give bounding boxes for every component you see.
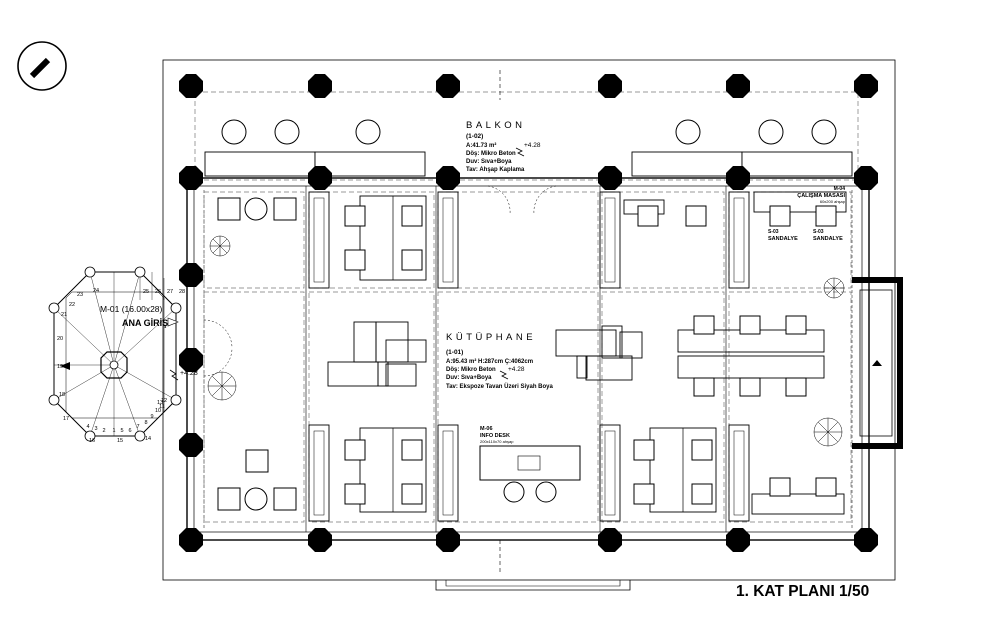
bookshelves xyxy=(308,191,750,522)
work-table-code: M-04 xyxy=(834,186,846,192)
terrace-outline xyxy=(162,59,896,591)
svg-text:5: 5 xyxy=(120,428,123,434)
balcony-zone xyxy=(194,91,859,181)
svg-text:10: 10 xyxy=(155,408,161,414)
svg-text:13: 13 xyxy=(157,400,163,406)
north-arrow-icon xyxy=(17,41,67,91)
svg-text:15: 15 xyxy=(117,438,123,444)
library-dimensions: A:95.43 m² H:287cm Ç:4062cm xyxy=(446,358,533,365)
svg-text:28: 28 xyxy=(179,289,185,295)
svg-text:14: 14 xyxy=(145,436,151,442)
chair-a-code: S-03 xyxy=(768,229,779,235)
balcony-code: (1-02) xyxy=(466,133,483,140)
svg-text:8: 8 xyxy=(144,420,147,426)
svg-text:26: 26 xyxy=(155,289,161,295)
svg-text:18: 18 xyxy=(59,392,65,398)
library-ceiling: Tav: Ekspoze Tavan Üzeri Siyah Boya xyxy=(446,383,553,390)
balcony-door xyxy=(487,70,557,575)
spiral-stair xyxy=(48,266,182,442)
plant-icon xyxy=(207,235,845,447)
library-code: (1-01) xyxy=(446,349,463,356)
library-wall: Duv: Sıva+Boya xyxy=(446,375,492,381)
svg-text:12: 12 xyxy=(161,398,167,404)
work-table-name: ÇALIŞMA MASASI xyxy=(797,193,845,199)
level-marker-icon xyxy=(169,369,179,381)
chair-b-name: SANDALYE xyxy=(813,236,843,242)
stair-code-label: M-01 (16.00x28) xyxy=(100,304,163,314)
plan-title: 1. KAT PLANI 1/50 xyxy=(736,583,869,600)
left-reading-area xyxy=(217,197,297,511)
svg-text:21: 21 xyxy=(61,312,67,318)
svg-text:17: 17 xyxy=(63,416,69,422)
balcony-stools xyxy=(221,119,837,145)
chair-b-code: S-03 xyxy=(813,229,824,235)
library-label-block: KÜTÜPHANE (1-01) A:95.43 m² H:287cm Ç:40… xyxy=(446,332,553,390)
work-table-size: 60x200 ahşap xyxy=(820,199,846,204)
balcony-level: +4.28 xyxy=(524,142,541,149)
library-name: KÜTÜPHANE xyxy=(446,332,536,343)
structural-columns xyxy=(179,74,878,552)
svg-text:23: 23 xyxy=(77,292,83,298)
bay-window xyxy=(852,277,903,449)
chair-a-name: SANDALYE xyxy=(768,236,798,242)
library-floor: Döş: Mikro Beton xyxy=(446,367,496,373)
library-level: +4.28 xyxy=(508,366,525,373)
lounge-seating xyxy=(327,321,643,387)
balcony-floor: Döş: Mikro Beton xyxy=(466,151,516,157)
balcony-name: BALKON xyxy=(466,120,526,131)
svg-text:27: 27 xyxy=(167,289,173,295)
balcony-ceiling: Tav: Ahşap Kaplama xyxy=(466,167,525,173)
svg-text:20: 20 xyxy=(57,336,63,342)
balcony-area: A:41.73 m² xyxy=(466,142,496,149)
svg-text:19: 19 xyxy=(57,364,63,370)
info-desk-name: INFO DESK xyxy=(480,433,510,439)
balcony-benches xyxy=(204,151,853,177)
svg-text:25: 25 xyxy=(143,289,149,295)
stair-step-numbers: 1 2 3 4 5 6 7 8 9 10 11 12 13 14 15 16 1… xyxy=(57,288,185,444)
svg-text:3: 3 xyxy=(94,426,97,432)
balcony-wall: Duv: Sıva+Boya xyxy=(466,159,512,165)
info-desk xyxy=(479,445,581,503)
info-desk-code: M-06 xyxy=(480,426,493,432)
svg-text:24: 24 xyxy=(93,288,99,294)
svg-text:22: 22 xyxy=(69,302,75,308)
stair-level-label: +4.28 xyxy=(180,370,198,377)
balcony-label-block: BALKON (1-02) A:41.73 m² Döş: Mikro Beto… xyxy=(466,120,541,173)
svg-text:16: 16 xyxy=(89,438,95,444)
svg-text:9: 9 xyxy=(150,414,153,420)
svg-text:7: 7 xyxy=(136,424,139,430)
entrance-door xyxy=(203,319,233,377)
svg-text:11: 11 xyxy=(159,404,165,410)
entrance-label: ANA GİRİŞ xyxy=(122,318,168,328)
svg-text:2: 2 xyxy=(102,428,105,434)
svg-text:4: 4 xyxy=(86,424,89,430)
reading-tables xyxy=(623,191,847,515)
info-desk-size: 200x110x70 ahşap xyxy=(480,439,514,444)
svg-text:1: 1 xyxy=(112,428,115,434)
svg-text:6: 6 xyxy=(128,428,131,434)
study-desks xyxy=(344,195,717,513)
